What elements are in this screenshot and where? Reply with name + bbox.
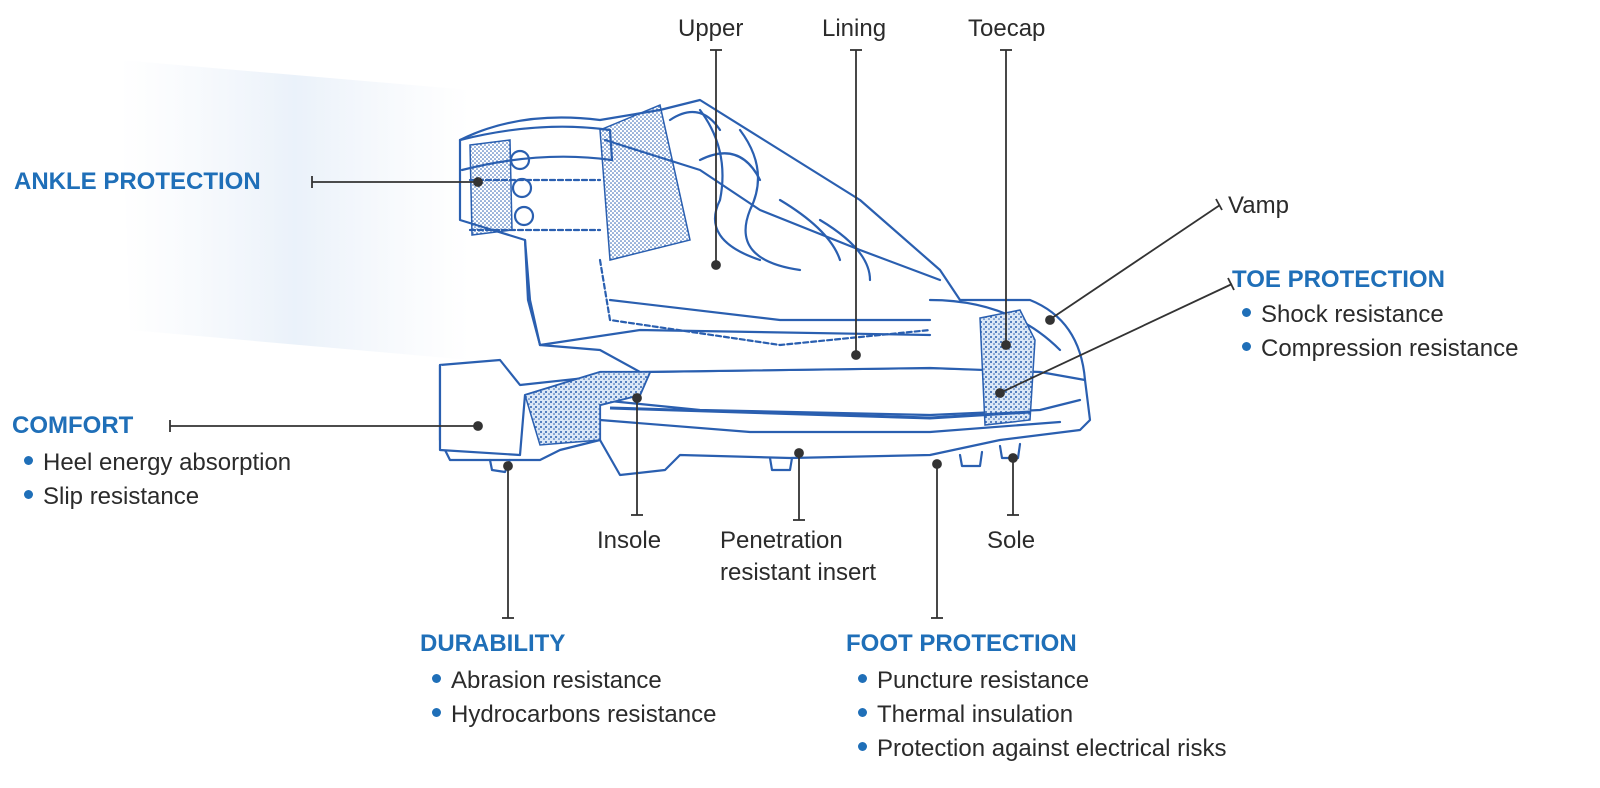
toecap-cutaway [979,309,1036,426]
background-haze [120,60,470,360]
label-penetration-line1: Penetration [720,527,843,554]
label-penetration-line2: resistant insert [720,559,877,587]
bullet-icon [24,490,33,500]
bullet-icon [858,674,867,684]
label-sole: Sole [987,527,1036,554]
label-toecap: Toecap [968,15,1046,42]
heading-durability: DURABILITY [420,630,566,657]
bullet-icon [24,456,33,466]
sole-rib [598,418,1062,434]
list-item: Compression resistance [1242,332,1518,366]
bullet-icon [858,742,867,752]
toe-protection-list: Shock resistance Compression resistance [1242,298,1518,366]
heel-seam [523,238,542,347]
sole-lug [768,456,794,472]
bullet-icon [432,708,441,718]
heading-toe-protection: TOE PROTECTION [1232,266,1445,293]
laces [698,108,872,282]
bullet-icon [1242,342,1251,352]
list-item: Slip resistance [24,480,291,514]
foot-protection-list: Puncture resistance Thermal insulation P… [858,664,1226,766]
heading-ankle-protection: ANKLE PROTECTION [14,168,261,195]
label-upper: Upper [678,15,744,42]
tongue-padding [599,103,691,261]
bullet-icon [858,708,867,718]
eyelet [511,177,533,199]
label-insole: Insole [597,527,662,554]
list-item: Hydrocarbons resistance [432,698,716,732]
list-item: Shock resistance [1242,298,1518,332]
eyelet [513,205,535,227]
heel-cutaway [524,371,652,446]
comfort-list: Heel energy absorption Slip resistance [24,446,291,514]
quarter-seam [598,258,932,347]
heading-comfort: COMFORT [12,412,134,439]
label-vamp: Vamp [1228,192,1289,219]
durability-list: Abrasion resistance Hydrocarbons resista… [432,664,716,732]
sole-lug [958,450,984,468]
list-item: Protection against electrical risks [858,732,1226,766]
label-penetration-insert: Penetration resistant insert [720,527,877,587]
eyestay-lower [608,298,932,322]
sole-welt [598,398,1082,417]
bullet-icon [432,674,441,684]
list-item: Thermal insulation [858,698,1226,732]
label-lining: Lining [822,15,887,42]
quarter-line [538,328,932,347]
ankle-padding [469,139,513,236]
bullet-icon [1242,308,1251,318]
list-item: Heel energy absorption [24,446,291,480]
vamp-line [928,298,1062,352]
list-item: Puncture resistance [858,664,1226,698]
penetration-insert [609,406,1031,420]
list-item: Abrasion resistance [432,664,716,698]
heading-foot-protection: FOOT PROTECTION [846,630,1077,657]
